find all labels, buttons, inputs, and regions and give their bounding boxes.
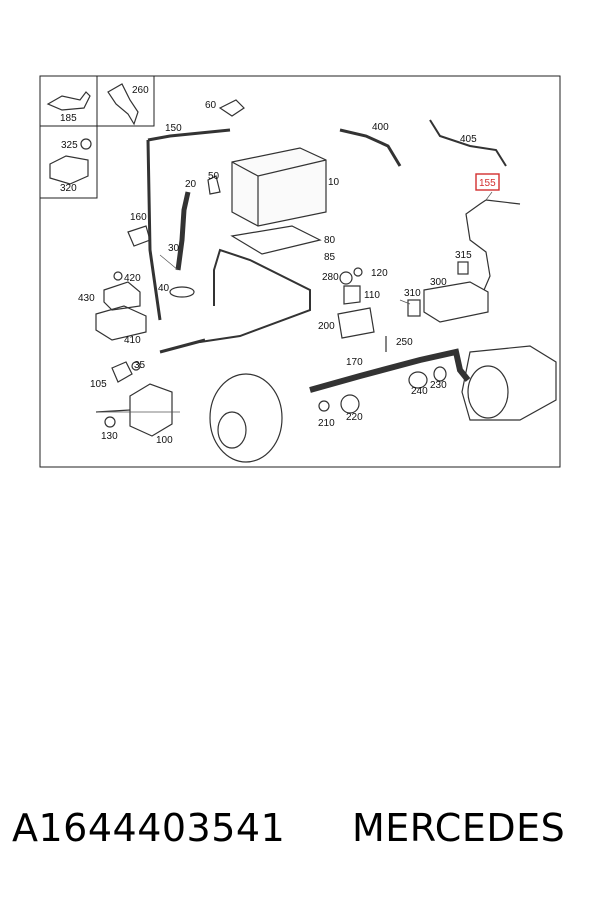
callout-labels: 185 260 60 325 320 150 400 405 155 20 50… <box>60 85 496 446</box>
highlight-box-155 <box>475 173 500 191</box>
callout-430: 430 <box>78 293 95 304</box>
leader-lines <box>96 191 493 413</box>
callout-260: 260 <box>132 85 149 96</box>
callout-130: 130 <box>101 431 118 442</box>
callout-210: 210 <box>318 418 335 429</box>
callout-280: 280 <box>322 272 339 283</box>
callout-325: 325 <box>61 140 78 151</box>
callout-120: 120 <box>371 268 388 279</box>
callout-50: 50 <box>208 171 220 182</box>
callout-170: 170 <box>346 357 363 368</box>
part-drawings <box>46 83 557 463</box>
callout-30: 30 <box>168 243 180 254</box>
callout-160: 160 <box>130 212 147 223</box>
callout-240: 240 <box>411 386 428 397</box>
callout-20: 20 <box>185 179 197 190</box>
callout-320: 320 <box>60 183 77 194</box>
callout-110: 110 <box>364 290 380 301</box>
callout-40: 40 <box>158 283 170 294</box>
parts-diagram: 185 260 60 325 320 150 400 405 155 20 50… <box>39 75 561 468</box>
callout-155: 155 <box>479 178 496 189</box>
diagram-frame <box>39 75 561 468</box>
callout-80: 80 <box>324 235 336 246</box>
callout-35: 35 <box>134 360 146 371</box>
callout-10: 10 <box>328 177 340 188</box>
callout-230: 230 <box>430 380 447 391</box>
callout-85: 85 <box>324 252 336 263</box>
callout-300: 300 <box>430 277 447 288</box>
brand-name: MERCEDES <box>352 806 566 850</box>
callout-310: 310 <box>404 288 421 299</box>
part-number: A1644403541 <box>12 806 286 850</box>
callout-420: 420 <box>124 273 141 284</box>
callout-60: 60 <box>205 100 217 111</box>
callout-100: 100 <box>156 435 173 446</box>
callout-250: 250 <box>396 337 413 348</box>
callout-200: 200 <box>318 321 335 332</box>
callout-220: 220 <box>346 412 363 423</box>
callout-105: 105 <box>90 379 107 390</box>
callout-315: 315 <box>455 250 472 261</box>
callout-185: 185 <box>60 113 77 124</box>
callout-405: 405 <box>460 134 477 145</box>
callout-150: 150 <box>165 123 182 134</box>
inset-boxes <box>39 75 155 199</box>
part-caption: A1644403541 MERCEDES <box>0 800 600 860</box>
callout-400: 400 <box>372 122 389 133</box>
callout-410: 410 <box>124 335 141 346</box>
